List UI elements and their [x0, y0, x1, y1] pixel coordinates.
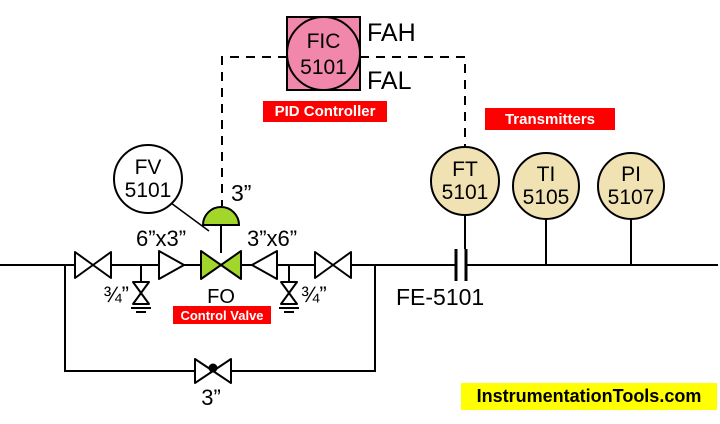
gate-valve-right-body-a	[314, 251, 334, 279]
gate-valve-left-body-a	[74, 251, 94, 279]
control-valve-caption-text: Control Valve	[180, 308, 263, 323]
transmitters-caption-bg	[485, 108, 615, 130]
control-valve-symbol	[200, 206, 242, 280]
drain-left-body-b	[132, 292, 150, 305]
control-valve-caption-bg	[173, 306, 271, 324]
pid-controller-caption-text: PID Controller	[275, 103, 376, 120]
drain-valve-left	[131, 265, 151, 313]
controller-number: 5101	[300, 56, 347, 79]
bypass-valve-body-b	[212, 358, 232, 384]
transmitters-caption-text: Transmitters	[505, 111, 595, 128]
flow-transmitter-number: 5101	[442, 181, 489, 204]
signal-lines	[221, 56, 466, 206]
watermark: InstrumentationTools.com	[461, 383, 717, 410]
transmitters-caption: Transmitters	[485, 108, 615, 130]
pressure-indicator-tag: PI	[621, 163, 641, 186]
pressure-indicator-circle	[597, 152, 665, 220]
actuator-diaphragm-dome	[201, 206, 241, 226]
positioner-number: 5101	[125, 179, 172, 202]
outlet-reducer-label: 3”x6”	[247, 226, 297, 251]
drain-valve-right	[279, 265, 299, 313]
gate-valve-left-body-b	[92, 251, 112, 279]
inlet-reducer-label: 6”x3”	[136, 226, 186, 251]
drain-right-size-label: ¾”	[301, 282, 327, 307]
flow-transmitter-symbol: FT 5101	[430, 146, 500, 216]
pressure-indicator-symbol: PI 5107	[597, 152, 665, 220]
gate-valve-right	[314, 251, 352, 279]
positioner-tag: FV	[135, 156, 162, 179]
flow-element-tag: FE-5101	[396, 284, 484, 310]
pid-controller-caption-bg	[263, 101, 387, 122]
temperature-indicator-symbol: TI 5105	[512, 152, 580, 220]
alarm-low-label: FAL	[367, 67, 412, 95]
orifice-plate-symbol	[454, 249, 468, 281]
outlet-reducer-symbol	[251, 250, 278, 280]
positioner-leader-line	[170, 202, 210, 232]
drain-right-body-b	[280, 292, 298, 305]
controller-tag: FIC	[307, 30, 341, 53]
valve-body-left	[200, 250, 222, 280]
flow-transmitter-circle	[430, 146, 500, 216]
temperature-indicator-number: 5105	[523, 186, 570, 209]
control-valve-caption: Control Valve	[173, 306, 271, 324]
temperature-indicator-circle	[512, 152, 580, 220]
drain-left-size-label: ¾”	[103, 282, 129, 307]
pid-controller-caption: PID Controller	[263, 101, 387, 122]
signal-transmitter-to-controller	[360, 56, 466, 146]
gate-valve-right-body-b	[332, 251, 352, 279]
pressure-indicator-number: 5107	[608, 186, 655, 209]
valve-body-right	[220, 250, 242, 280]
watermark-text: InstrumentationTools.com	[477, 386, 702, 406]
positioner-circle	[113, 144, 183, 214]
flow-transmitter-tag: FT	[452, 158, 478, 181]
actuator-size-label: 3”	[231, 180, 251, 206]
bypass-valve-symbol	[194, 358, 232, 384]
controller-fic-symbol: FIC 5101	[286, 16, 361, 91]
controller-circle	[286, 16, 361, 91]
bypass-valve-stem-dot	[208, 363, 218, 373]
inlet-reducer-symbol	[158, 250, 185, 280]
drain-right-body-a	[280, 281, 298, 294]
bypass-valve-body-a	[194, 358, 214, 384]
fail-action-label: FO	[207, 286, 235, 308]
bypass-size-label: 3”	[201, 385, 221, 410]
watermark-bg	[461, 383, 717, 410]
drain-left-body-a	[132, 281, 150, 294]
alarm-high-label: FAH	[367, 19, 416, 47]
signal-controller-to-valve	[221, 56, 287, 206]
temperature-indicator-tag: TI	[537, 163, 556, 186]
positioner-fv-symbol: FV 5101	[113, 144, 210, 232]
gate-valve-left	[74, 251, 112, 279]
